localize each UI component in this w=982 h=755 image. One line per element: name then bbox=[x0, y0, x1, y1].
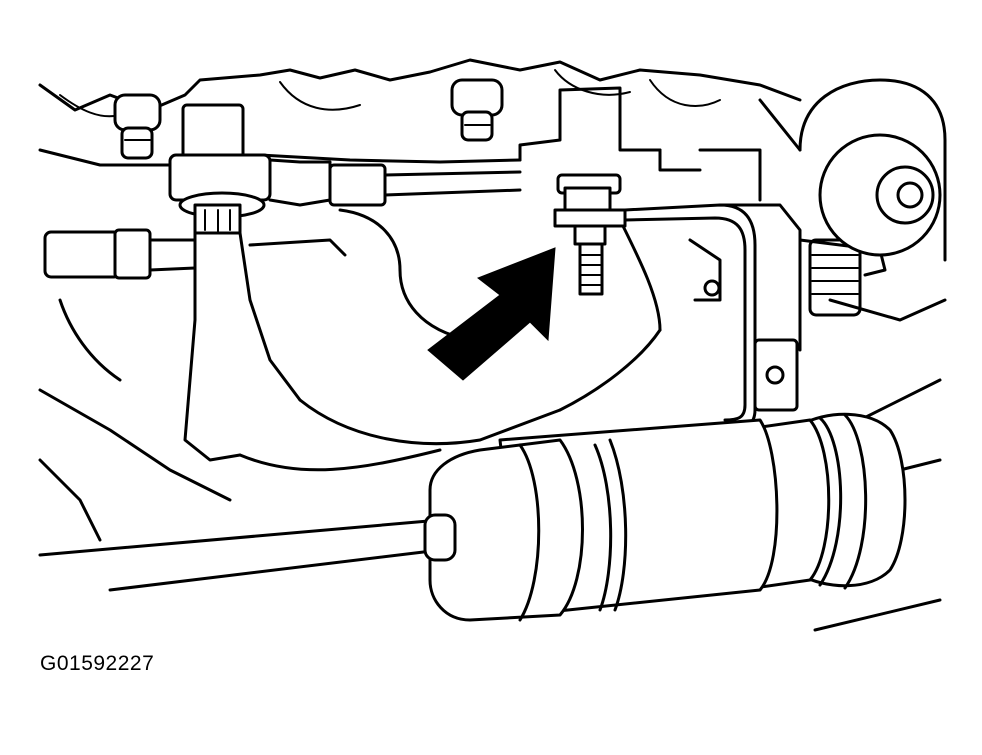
down-tube bbox=[183, 208, 402, 462]
manifold-body bbox=[238, 86, 762, 472]
right-fitting bbox=[798, 238, 887, 317]
figure-id-label: G01592227 bbox=[40, 652, 155, 675]
upper-post-left bbox=[113, 93, 162, 160]
upper-post-center bbox=[450, 78, 504, 142]
pulley bbox=[758, 78, 947, 632]
bracket-bolt-left bbox=[178, 191, 266, 235]
pointer-arrow bbox=[427, 247, 556, 381]
fuel-filter bbox=[428, 412, 907, 622]
upper-bracket-left bbox=[168, 103, 522, 207]
side-connector-left bbox=[43, 228, 197, 280]
mounting-bolt bbox=[553, 173, 627, 296]
fuel-line bbox=[38, 513, 457, 592]
filter-bracket bbox=[623, 203, 802, 432]
